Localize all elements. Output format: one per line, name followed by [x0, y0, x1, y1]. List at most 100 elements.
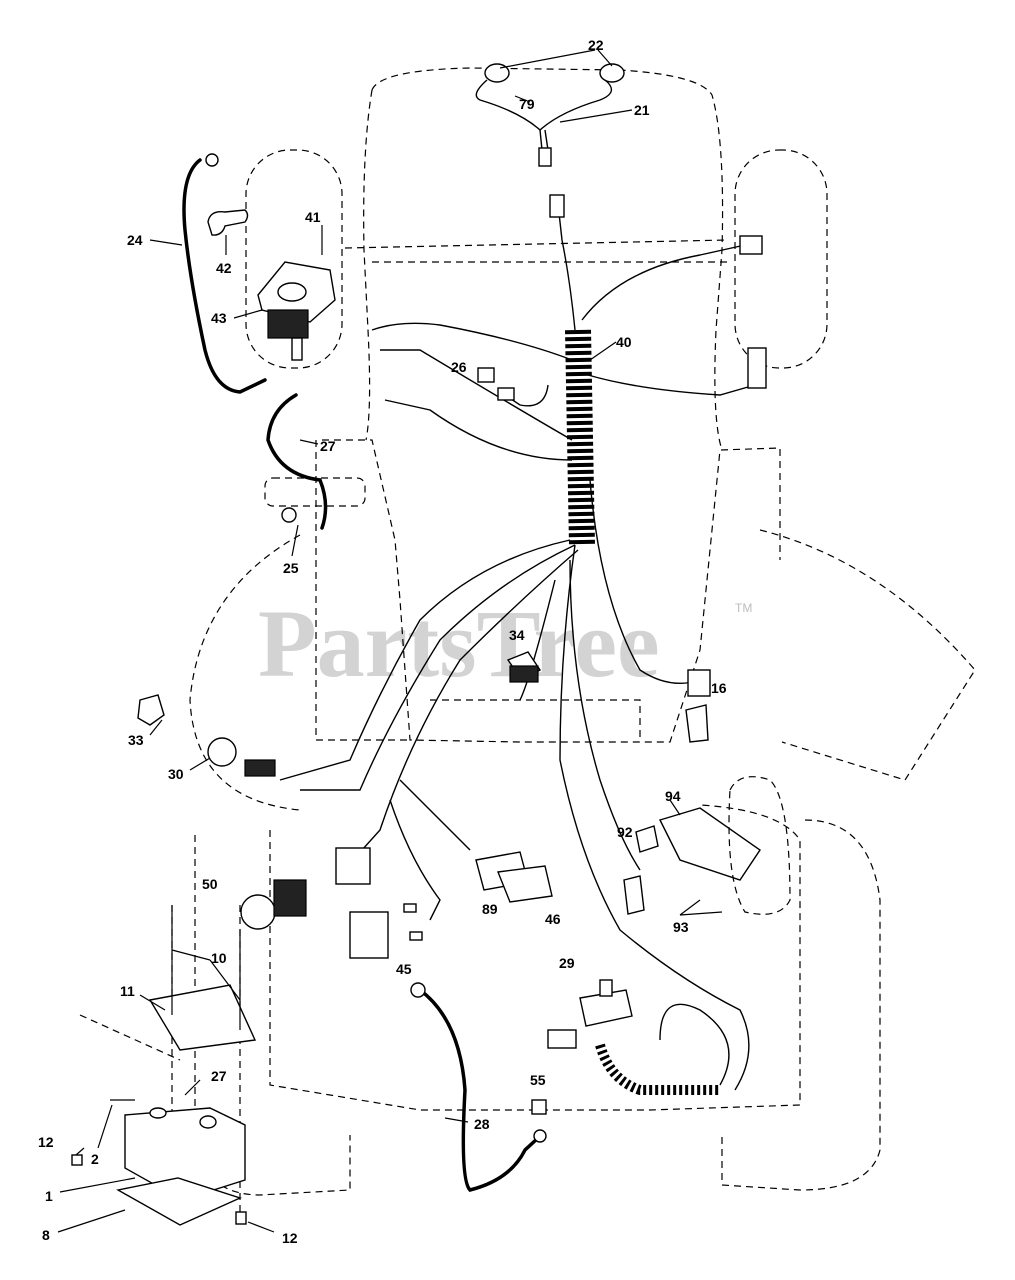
leader-93 — [679, 899, 723, 916]
harness-down-left-b — [300, 544, 576, 791]
battery-tray-line — [79, 1014, 181, 1061]
callout-93: 93 — [673, 919, 689, 935]
terminal-b — [409, 931, 423, 941]
harness-left-branch-b — [380, 349, 573, 441]
leader-28 — [444, 1117, 469, 1123]
headlight-bulb-right — [599, 63, 625, 83]
leader-11 — [139, 994, 166, 1011]
solenoid-stud — [291, 337, 303, 361]
switch-94-bracket — [659, 807, 761, 881]
leader-40 — [589, 341, 617, 361]
leader-12b — [247, 1221, 275, 1233]
callout-26: 26 — [451, 359, 467, 375]
battery-terminal-neg — [149, 1107, 167, 1119]
callout-16: 16 — [711, 680, 727, 696]
solenoid-top — [277, 282, 307, 302]
leader-30 — [189, 757, 211, 771]
callout-92: 92 — [617, 824, 633, 840]
rear-right-wheel — [721, 819, 881, 1191]
leader-27b — [184, 1079, 201, 1096]
callout-24: 24 — [127, 232, 143, 248]
leader-79 — [514, 95, 531, 103]
loom-sleeve — [565, 329, 595, 546]
harness-right-mid-connector — [747, 347, 767, 389]
watermark-trademark: TM — [735, 601, 752, 615]
solenoid-43 — [257, 261, 336, 361]
knob-50 — [240, 894, 276, 930]
coiled-ground-cable — [595, 1043, 720, 1095]
left-fender — [189, 534, 301, 811]
callout-40: 40 — [616, 334, 632, 350]
headlight-bulb-left — [484, 63, 510, 83]
harness-right-down — [589, 479, 701, 685]
front-left-wheel — [245, 149, 343, 369]
connector-block — [335, 847, 371, 885]
front-right-wheel — [734, 149, 828, 369]
callout-34: 34 — [509, 627, 525, 643]
battery-body — [124, 1107, 246, 1201]
seat-cushion — [728, 776, 791, 915]
cable-28-ring-b — [533, 1129, 547, 1143]
cable-24-ring — [205, 153, 219, 167]
harness-branch-26 — [504, 384, 549, 407]
switch-34 — [506, 651, 542, 683]
switch-29-knob — [599, 979, 613, 997]
frame-outline — [322, 439, 781, 743]
leader-8 — [57, 1209, 126, 1233]
harness-down-rear — [559, 544, 750, 1091]
terminal-a — [403, 903, 417, 913]
front-axle — [344, 239, 729, 263]
connector-92 — [635, 825, 659, 853]
switch-34-base — [509, 665, 539, 683]
leader-22 — [499, 49, 613, 69]
frame-left — [315, 440, 410, 741]
leader-12a — [75, 1147, 85, 1156]
harness-headlight-branch — [556, 194, 576, 331]
callout-79: 79 — [519, 96, 535, 112]
harness-right-front-connector — [739, 235, 763, 255]
leader-lines — [57, 49, 723, 1233]
callout-25: 25 — [283, 560, 299, 576]
callout-43: 43 — [211, 310, 227, 326]
switch-16-plunger — [685, 704, 709, 743]
convoluted-loom — [565, 329, 595, 546]
fuse-26a — [477, 367, 495, 383]
callout-50: 50 — [202, 876, 218, 892]
callout-30: 30 — [168, 766, 184, 782]
leader-1 — [59, 1177, 136, 1193]
callout-10: 10 — [211, 950, 227, 966]
battery-terminal-pos — [199, 1115, 217, 1129]
solenoid-base — [267, 309, 309, 339]
harness-45-branch — [389, 799, 441, 921]
hood-outline-left — [363, 89, 373, 441]
connector-29 — [547, 1029, 577, 1049]
callout-27b: 27 — [211, 1068, 227, 1084]
cable-25 — [266, 393, 328, 530]
callout-29: 29 — [559, 955, 575, 971]
callout-42: 42 — [216, 260, 232, 276]
headlight-wires — [475, 79, 613, 131]
switch-29 — [547, 979, 633, 1049]
leader-2 — [97, 1104, 113, 1149]
harness-headlight-connector — [549, 194, 565, 218]
harness-right-front-branch — [581, 244, 746, 321]
harness-left-branch-a — [371, 322, 573, 361]
leader-27a — [299, 439, 319, 445]
switch-33 — [137, 694, 165, 726]
callout-2: 2 — [91, 1151, 99, 1167]
leader-24 — [149, 239, 183, 246]
harness-seat-branch — [569, 559, 641, 871]
harness-89-branch — [399, 779, 471, 851]
rods-10 — [171, 905, 241, 1030]
callout-21: 21 — [634, 102, 650, 118]
ignition-connector — [244, 759, 276, 777]
switch-94 — [659, 776, 791, 915]
headlight-plug — [538, 147, 552, 167]
callout-11: 11 — [120, 983, 135, 999]
ignition-30 — [207, 737, 276, 777]
leader-10 — [171, 949, 241, 1001]
callout-33: 33 — [128, 732, 144, 748]
right-fender — [759, 529, 976, 781]
battery-1 — [116, 1107, 246, 1226]
switch-50 — [240, 879, 307, 930]
